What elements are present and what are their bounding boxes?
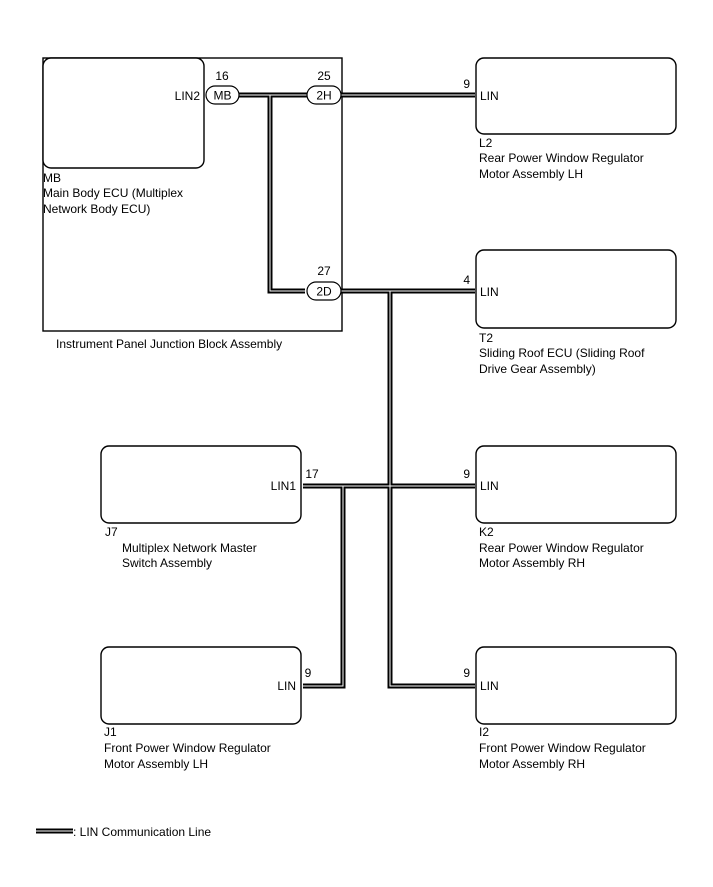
- connector-2h-pin: 25: [317, 69, 331, 83]
- main-body-ecu-name-line2: Network Body ECU): [43, 202, 150, 216]
- module-i2-pin-label: LIN: [480, 679, 499, 693]
- module-i2-code: I2: [479, 725, 489, 739]
- module-l2-pin-label: LIN: [480, 89, 499, 103]
- connector-mb-pin: 16: [215, 69, 229, 83]
- main-body-ecu-box: [42, 57, 205, 169]
- junction-block-label: Instrument Panel Junction Block Assembly: [56, 337, 282, 351]
- module-i2-pin-number: 9: [463, 666, 470, 680]
- module-l2-box: [475, 57, 677, 135]
- module-j1-name-line1: Front Power Window Regulator: [104, 741, 271, 755]
- module-k2-box: [475, 445, 677, 524]
- main-body-ecu-code: MB: [43, 171, 61, 185]
- lin-communication-wires: [238, 92, 475, 689]
- module-j1-name-line2: Motor Assembly LH: [104, 757, 208, 771]
- module-k2-code: K2: [479, 525, 494, 539]
- module-j7-code: J7: [105, 525, 118, 539]
- module-t2-name-line1: Sliding Roof ECU (Sliding Roof: [479, 346, 645, 360]
- module-t2-pin-number: 4: [463, 273, 470, 287]
- module-t2: LIN 4 T2 Sliding Roof ECU (Sliding Roof …: [463, 249, 677, 376]
- legend: : LIN Communication Line: [36, 825, 211, 839]
- connector-2d-code: 2D: [316, 285, 332, 299]
- module-t2-name-line2: Drive Gear Assembly): [479, 362, 596, 376]
- module-j7-box: [100, 445, 302, 524]
- module-j1-pin-number: 9: [305, 666, 312, 680]
- module-i2-box: [475, 646, 677, 725]
- module-i2-name-line1: Front Power Window Regulator: [479, 741, 646, 755]
- connector-2h-code: 2H: [316, 89, 331, 103]
- module-j7-pin-number: 17: [305, 467, 319, 481]
- main-body-ecu-pin-label: LIN2: [175, 89, 201, 103]
- module-j7-name-line1: Multiplex Network Master: [122, 541, 257, 555]
- legend-label: : LIN Communication Line: [73, 825, 211, 839]
- module-j1: LIN 9 J1 Front Power Window Regulator Mo…: [100, 646, 312, 771]
- module-j7-pin-label: LIN1: [271, 479, 297, 493]
- connector-mb-code: MB: [214, 89, 232, 103]
- module-t2-box: [475, 249, 677, 329]
- module-j1-code: J1: [104, 725, 117, 739]
- module-k2-pin-number: 9: [463, 467, 470, 481]
- module-l2-code: L2: [479, 136, 493, 150]
- module-j7: LIN1 17 J7 Multiplex Network Master Swit…: [100, 445, 319, 570]
- module-k2-pin-label: LIN: [480, 479, 499, 493]
- main-body-ecu-name-line1: Main Body ECU (Multiplex: [43, 186, 183, 200]
- module-k2: LIN 9 K2 Rear Power Window Regulator Mot…: [463, 445, 677, 570]
- module-k2-name-line2: Motor Assembly RH: [479, 556, 585, 570]
- module-k2-name-line1: Rear Power Window Regulator: [479, 541, 644, 555]
- module-l2-name-line2: Motor Assembly LH: [479, 167, 583, 181]
- connector-2d-pin: 27: [317, 264, 331, 278]
- connector-2h: [306, 85, 342, 105]
- module-l2-pin-number: 9: [463, 77, 470, 91]
- module-j1-box: [100, 646, 302, 725]
- connector-mb: [205, 85, 240, 105]
- connector-2d: [306, 281, 342, 301]
- module-j1-pin-label: LIN: [277, 679, 296, 693]
- module-l2: LIN 9 L2 Rear Power Window Regulator Mot…: [463, 57, 677, 181]
- module-t2-pin-label: LIN: [480, 285, 499, 299]
- module-t2-code: T2: [479, 331, 493, 345]
- module-i2-name-line2: Motor Assembly RH: [479, 757, 585, 771]
- module-j7-name-line2: Switch Assembly: [122, 556, 212, 570]
- module-i2: LIN 9 I2 Front Power Window Regulator Mo…: [463, 646, 677, 771]
- module-l2-name-line1: Rear Power Window Regulator: [479, 151, 644, 165]
